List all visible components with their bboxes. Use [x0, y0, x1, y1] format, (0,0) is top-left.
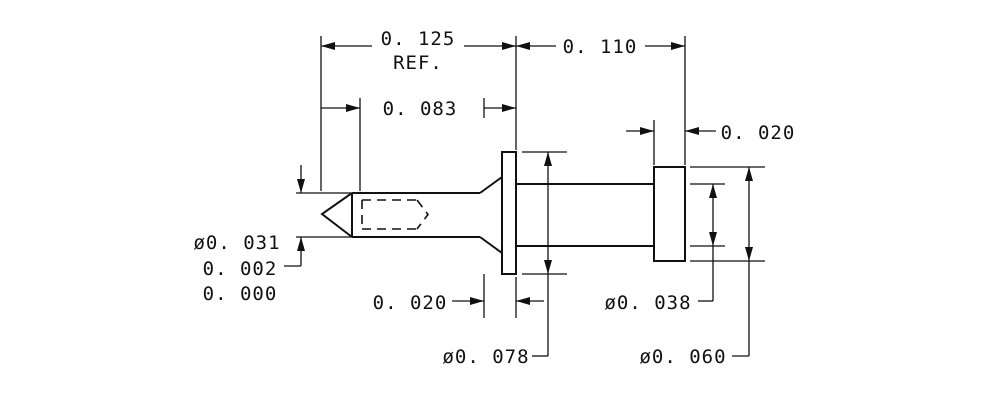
dim-overall-ref	[321, 42, 516, 50]
tip-tolerance-minus: 0. 000	[203, 283, 278, 305]
shank-diameter-label: ø0. 038	[604, 292, 691, 314]
extension-lines	[320, 36, 765, 318]
flange-thickness-label: 0. 020	[373, 292, 448, 314]
flange-diameter-label: ø0. 078	[442, 346, 529, 368]
tip-point	[320, 192, 353, 238]
dim-collar-width	[626, 127, 716, 135]
dim-flange-thickness	[452, 297, 544, 305]
collar-diameter-label: ø0. 060	[639, 346, 726, 368]
tip-diameter-label: ø0. 031	[193, 232, 280, 254]
tip-body	[352, 192, 480, 238]
collar	[653, 166, 686, 262]
pin-part-outline	[320, 151, 686, 275]
overall-ref-note: REF.	[393, 52, 443, 74]
dim-shank-length	[516, 42, 685, 50]
dim-shank-diameter	[698, 184, 717, 302]
shank	[516, 183, 654, 247]
dim-tip-length	[321, 98, 516, 118]
hidden-bore	[361, 199, 430, 230]
collar-width-label: 0. 020	[721, 122, 796, 144]
flange	[501, 151, 517, 275]
tip-length-label: 0. 083	[383, 98, 458, 120]
dim-tip-diameter	[284, 165, 352, 267]
overall-ref-value: 0. 125	[381, 28, 456, 50]
dim-collar-diameter	[732, 167, 753, 357]
tip-tolerance-plus: 0. 002	[203, 258, 278, 280]
flange-flare	[479, 176, 503, 254]
dim-flange-diameter	[532, 152, 552, 357]
shank-length-label: 0. 110	[563, 36, 638, 58]
